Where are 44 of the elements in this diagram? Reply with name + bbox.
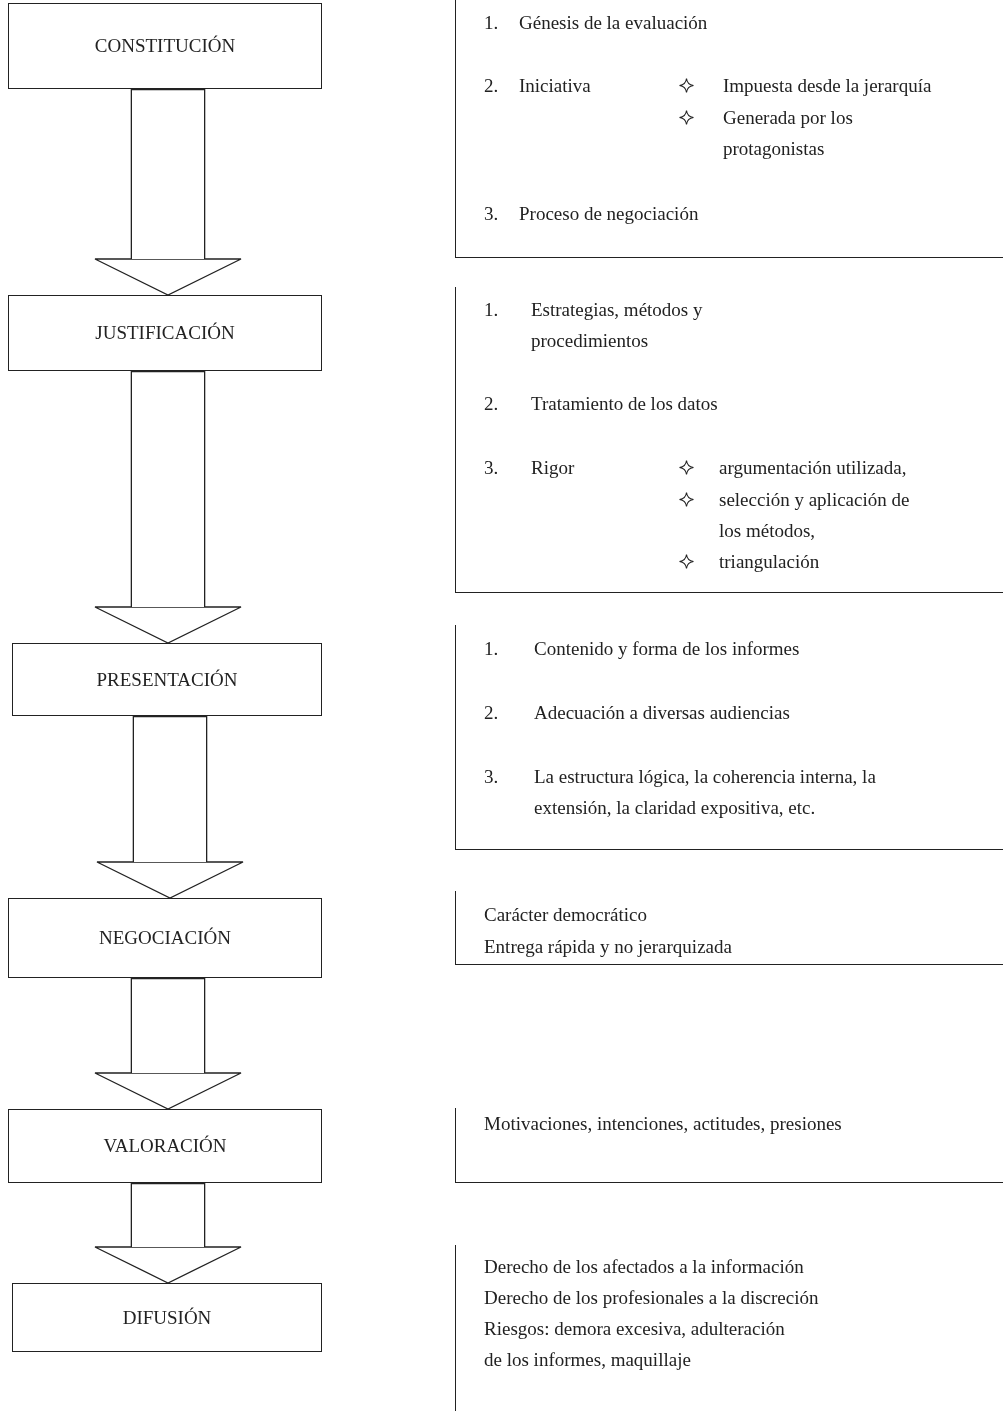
list-item-text: Entrega rápida y no jerarquizada bbox=[484, 935, 732, 959]
list-item-text: Tratamiento de los datos bbox=[531, 392, 718, 416]
stage-box: VALORACIÓN bbox=[8, 1109, 322, 1183]
list-item-text: 1. bbox=[484, 298, 499, 322]
list-item-text: Iniciativa bbox=[519, 74, 591, 98]
list-item-text: Riesgos: demora excesiva, adulteración de los informes, maquillaje bbox=[484, 1317, 786, 1372]
list-item-text: triangulación bbox=[719, 550, 820, 574]
bracket-panel bbox=[455, 891, 1003, 965]
list-item-text: La estructura lógica, la coherencia interna, la extensión, la claridad expositiva, etc. bbox=[534, 765, 877, 820]
list-item-text: 2. bbox=[484, 701, 499, 725]
list-item-text: 3. bbox=[484, 765, 499, 789]
list-item-text: 2. bbox=[484, 392, 499, 416]
list-item-text: argumentación utilizada, bbox=[719, 456, 907, 480]
list-item-text: Contenido y forma de los informes bbox=[534, 637, 800, 661]
list-item-text: Proceso de negociación bbox=[519, 202, 699, 226]
list-item-text: Adecuación a diversas audiencias bbox=[534, 701, 790, 725]
stage-box: NEGOCIACIÓN bbox=[8, 898, 322, 978]
bracket-panel bbox=[455, 0, 1003, 258]
list-item-text: Rigor bbox=[531, 456, 575, 480]
list-item-text: Motivaciones, intenciones, actitudes, presiones bbox=[484, 1112, 842, 1136]
block-arrow bbox=[95, 716, 245, 900]
list-item-text: 1. bbox=[484, 637, 499, 661]
list-item-text: Derecho de los profesionales a la discreción bbox=[484, 1286, 819, 1310]
list-item-text: 2. bbox=[484, 74, 499, 98]
block-arrow bbox=[93, 1183, 243, 1285]
bracket-panel bbox=[455, 625, 1003, 850]
list-item-text: 1. bbox=[484, 11, 499, 35]
block-arrow bbox=[93, 89, 243, 297]
bracket-panel bbox=[455, 287, 1003, 593]
list-item-text: Derecho de los afectados a la información bbox=[484, 1255, 804, 1279]
stage-box: JUSTIFICACIÓN bbox=[8, 295, 322, 371]
list-item-text: 3. bbox=[484, 456, 499, 480]
list-item-text: Génesis de la evaluación bbox=[519, 11, 708, 35]
list-item-text: Generada por los protagonistas bbox=[723, 106, 854, 161]
block-arrow bbox=[93, 371, 243, 645]
block-arrow bbox=[93, 978, 243, 1111]
list-item-text: Estrategias, métodos y procedimientos bbox=[531, 298, 704, 353]
list-item-text: 3. bbox=[484, 202, 499, 226]
list-item-text: Impuesta desde la jerarquía bbox=[723, 74, 932, 98]
stage-box: DIFUSIÓN bbox=[12, 1283, 322, 1352]
list-item-text: Carácter democrático bbox=[484, 903, 647, 927]
stage-box: CONSTITUCIÓN bbox=[8, 3, 322, 89]
bracket-panel bbox=[455, 1108, 1003, 1183]
stage-box: PRESENTACIÓN bbox=[12, 643, 322, 716]
